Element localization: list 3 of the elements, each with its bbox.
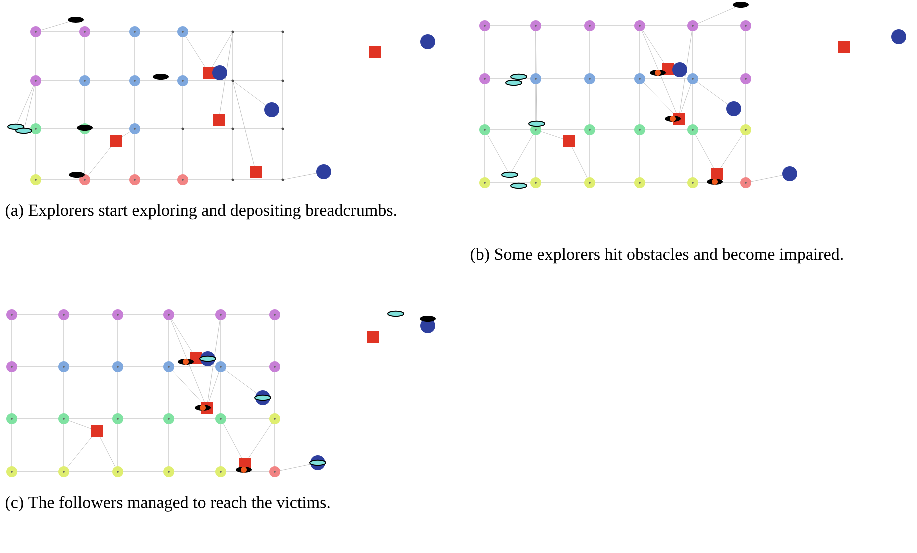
caption: (c) The followers managed to reach the victims. [6, 496, 330, 512]
caption: (a) Explorers start exploring and depositing breadcrumbs. [6, 204, 396, 220]
caption: (b) Some explorers hit obstacles and become impaired. [470, 248, 844, 264]
